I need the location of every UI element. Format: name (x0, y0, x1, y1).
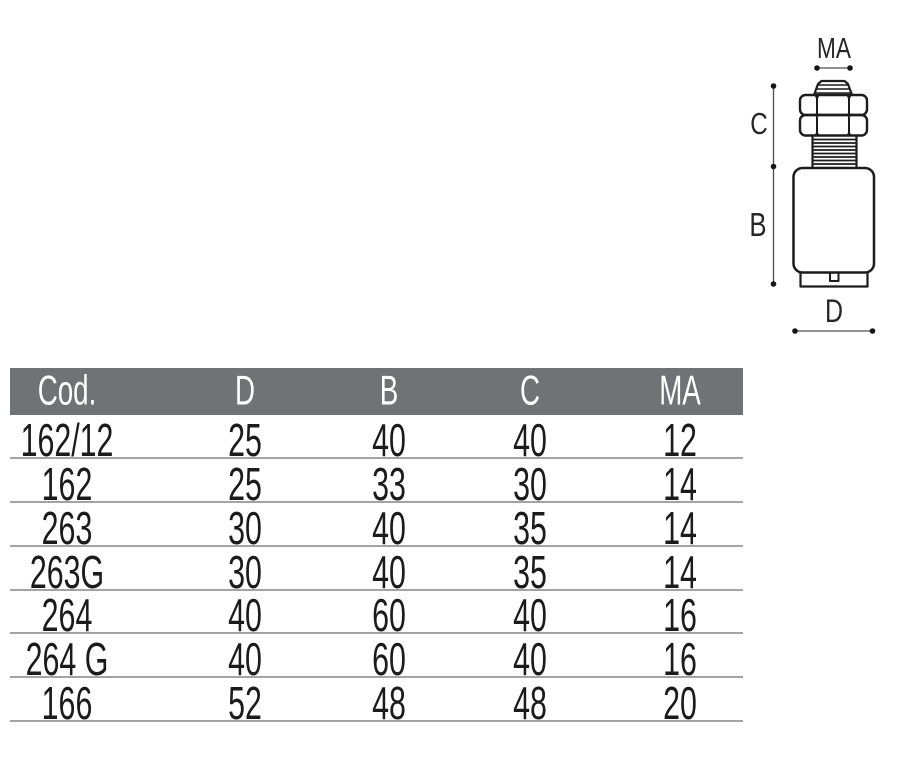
col-header-b: B (379, 365, 399, 413)
cell-d: 30 (227, 545, 262, 598)
cell-cod: 264 G (25, 633, 109, 686)
cell-c: 48 (512, 677, 547, 730)
dim-label-d: D (825, 294, 843, 330)
cell-b: 40 (372, 501, 406, 554)
col-header-d: D (234, 365, 255, 413)
table-row: 264 G 40 60 40 16 (10, 634, 743, 682)
table-row: 162/12 25 40 40 12 (10, 415, 743, 463)
hex-nut-lower (798, 113, 869, 137)
roller-body (792, 166, 876, 274)
cell-d: 25 (227, 413, 262, 466)
table-row: 263G 30 40 35 14 (10, 547, 743, 595)
table-row: 263 30 40 35 14 (10, 503, 743, 551)
table-row: 264 40 60 40 16 (10, 589, 743, 642)
cell-b: 33 (372, 457, 406, 510)
cell-c: 30 (512, 457, 547, 510)
technical-drawing: MA C B D (749, 31, 876, 334)
cell-c: 40 (512, 633, 547, 686)
cell-b: 40 (372, 545, 406, 598)
table-row: 166 52 48 48 20 (10, 678, 743, 726)
cell-cod: 162/12 (20, 413, 114, 466)
hex-nut-upper (798, 93, 869, 117)
threaded-rod (811, 135, 858, 169)
cell-cod: 162 (41, 457, 93, 510)
cell-c: 35 (512, 545, 547, 598)
cell-b: 60 (372, 633, 406, 686)
cell-b: 48 (372, 677, 406, 730)
stud-tip (812, 79, 854, 97)
cell-d: 40 (227, 633, 262, 686)
cell-ma: 14 (663, 545, 697, 598)
cell-c: 35 (512, 501, 547, 554)
cell-ma: 12 (663, 413, 697, 466)
dim-label-c: C (750, 106, 767, 141)
dim-label-b: B (749, 207, 766, 244)
col-header-cod: Cod. (37, 365, 97, 413)
cell-ma: 16 (663, 633, 697, 686)
cell-ma: 14 (663, 501, 697, 554)
col-header-c: C (519, 365, 540, 413)
cell-cod: 264 (41, 589, 93, 642)
mounting-flange (799, 271, 869, 288)
cell-ma: 20 (663, 677, 697, 730)
flange-slot (829, 271, 840, 282)
table-row: 162 25 33 30 14 (10, 459, 743, 507)
cell-cod: 263G (30, 545, 105, 598)
cell-cod: 263 (41, 501, 93, 554)
cell-d: 25 (227, 457, 262, 510)
col-header-ma: MA (659, 365, 701, 413)
cell-b: 40 (372, 413, 406, 466)
cell-d: 52 (227, 677, 262, 730)
cell-cod: 166 (41, 677, 93, 730)
cell-c: 40 (512, 589, 547, 642)
cell-ma: 14 (663, 457, 697, 510)
dimension-dots (770, 65, 876, 334)
dim-label-ma: MA (817, 31, 851, 64)
nut-facet-dots (815, 94, 851, 137)
cell-c: 40 (512, 413, 547, 466)
cell-d: 30 (227, 501, 262, 554)
table-header-row: Cod. D B C MA (10, 368, 743, 415)
cell-b: 60 (372, 589, 406, 642)
dimensions-table: Cod. D B C MA 162/12 25 40 40 12 162 25 … (10, 368, 743, 726)
cell-ma: 16 (663, 589, 697, 642)
dimension-lines (772, 67, 873, 332)
cell-d: 40 (227, 589, 262, 642)
